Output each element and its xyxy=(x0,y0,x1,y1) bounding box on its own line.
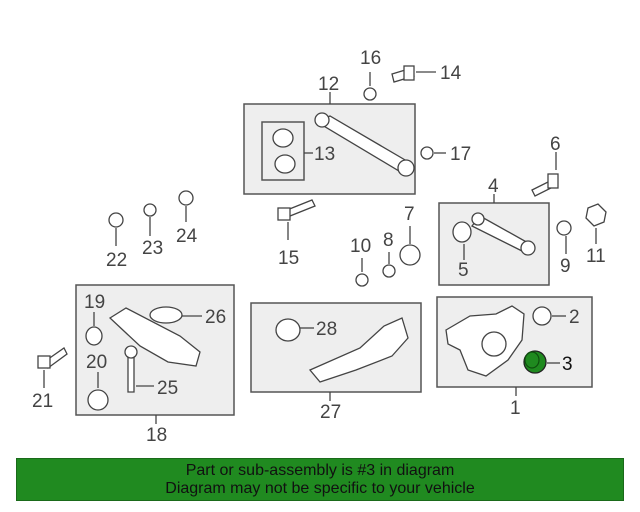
bushing-5 xyxy=(452,221,472,243)
upper-arm-end-a xyxy=(314,112,330,128)
nut-11 xyxy=(585,203,607,227)
group-top: 16 14 17 xyxy=(360,48,471,165)
bolt-15-head xyxy=(277,207,291,221)
group-4: 4 5 xyxy=(438,176,550,286)
parts-diagram: 12 13 16 14 17 22 23 24 15 10 xyxy=(32,48,607,446)
link-4-end-a xyxy=(471,212,485,226)
label-16: 16 xyxy=(360,48,381,69)
bolt-6-head xyxy=(547,173,559,189)
label-18: 18 xyxy=(146,425,167,446)
label-21: 21 xyxy=(32,391,53,412)
label-7: 7 xyxy=(404,204,415,225)
label-3: 3 xyxy=(562,354,573,375)
link-4-end-b xyxy=(520,240,536,256)
washer-22 xyxy=(108,212,124,228)
washer-8 xyxy=(382,264,396,278)
label-13: 13 xyxy=(314,144,335,165)
knuckle-hub xyxy=(481,331,507,357)
upper-arm-end-b xyxy=(397,159,415,177)
label-4: 4 xyxy=(488,176,499,197)
info-banner: Part or sub-assembly is #3 in diagram Di… xyxy=(16,458,624,501)
banner-line-part: Part or sub-assembly is #3 in diagram xyxy=(185,461,455,479)
nut-10 xyxy=(355,273,369,287)
ring-7 xyxy=(399,244,421,266)
trailing-arm-27 xyxy=(308,317,409,383)
label-26: 26 xyxy=(205,307,226,328)
label-22: 22 xyxy=(106,250,127,271)
group-27: 27 28 xyxy=(250,302,422,423)
label-15: 15 xyxy=(278,248,299,269)
label-1: 1 xyxy=(510,398,521,419)
bushing-20 xyxy=(87,389,109,411)
label-11: 11 xyxy=(586,246,606,267)
spring-seat-26 xyxy=(149,306,183,324)
nut-17 xyxy=(420,146,434,160)
bushing-28 xyxy=(275,318,301,342)
group-21: 21 xyxy=(32,347,68,412)
label-6: 6 xyxy=(550,134,561,155)
bolt-14-head xyxy=(403,65,415,81)
nut-24 xyxy=(178,190,194,206)
banner-line-disclaimer: Diagram may not be specific to your vehi… xyxy=(165,479,475,497)
washer-16 xyxy=(363,87,377,101)
label-28: 28 xyxy=(316,319,337,340)
label-5: 5 xyxy=(458,260,469,281)
label-12: 12 xyxy=(318,74,339,95)
label-10: 10 xyxy=(350,236,371,257)
label-14: 14 xyxy=(440,63,462,84)
group-right-small: 6 9 11 xyxy=(531,134,607,277)
label-2: 2 xyxy=(569,307,580,328)
group-left-small: 22 23 24 15 xyxy=(106,190,316,271)
stab-link-25 xyxy=(127,353,135,393)
washer-23 xyxy=(143,203,157,217)
nut-9 xyxy=(556,220,572,236)
bolt-21-head xyxy=(37,355,51,369)
label-27: 27 xyxy=(320,402,341,423)
label-17: 17 xyxy=(450,144,471,165)
label-23: 23 xyxy=(142,238,163,259)
label-25: 25 xyxy=(157,378,178,399)
group-12: 12 13 xyxy=(243,74,416,195)
bushing-13a xyxy=(272,128,294,148)
bushing-2 xyxy=(532,306,552,326)
group-1: 1 2 3 xyxy=(436,296,593,419)
label-24: 24 xyxy=(176,226,198,247)
label-19: 19 xyxy=(84,292,105,313)
bushing-3-rim xyxy=(524,351,540,369)
bushing-19 xyxy=(85,326,103,346)
label-20: 20 xyxy=(86,352,107,373)
label-8: 8 xyxy=(383,230,394,251)
label-9: 9 xyxy=(560,256,571,277)
stab-link-25-top xyxy=(124,345,138,359)
lower-arm-18 xyxy=(108,307,201,367)
bushing-13b xyxy=(274,154,296,174)
group-18: 18 26 19 20 25 xyxy=(75,284,235,446)
group-mid-small: 10 8 7 xyxy=(350,204,421,287)
